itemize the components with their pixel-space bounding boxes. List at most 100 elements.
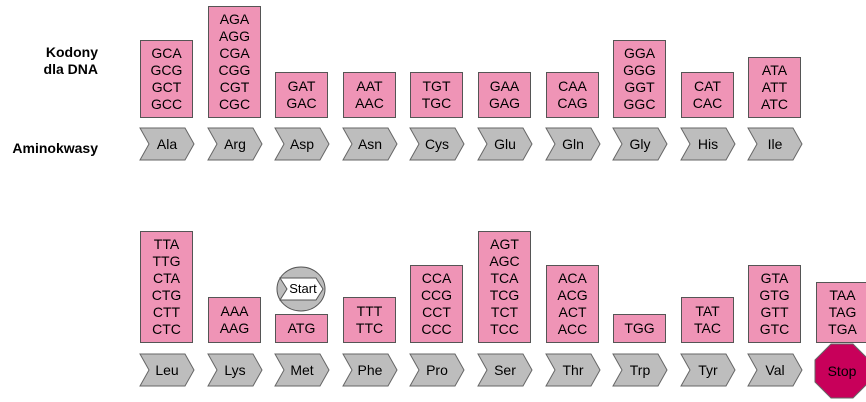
amino-acid-asp: Asp — [274, 127, 330, 161]
codon: ATC — [761, 96, 788, 112]
chevron-arrow-icon — [747, 127, 803, 161]
amino-acid-name: Thr — [562, 362, 584, 378]
chevron-arrow-icon — [747, 353, 803, 387]
codon: CCA — [421, 270, 452, 286]
amino-acid-name: Asp — [289, 136, 315, 152]
codon: GGT — [624, 79, 655, 95]
codon: ACC — [557, 321, 588, 337]
codon: CAT — [694, 78, 721, 94]
chevron-arrow-icon — [680, 353, 736, 387]
amino-acid-gly: Gly — [612, 127, 668, 161]
codon: TCA — [490, 270, 519, 286]
chevron-arrow-icon — [207, 353, 263, 387]
codon: TAA — [829, 287, 856, 303]
codon: GGA — [623, 45, 656, 61]
codon: GAG — [488, 95, 521, 111]
amino-acids-label: Aminokwasy — [12, 140, 98, 156]
codon: TAT — [695, 303, 720, 319]
codon: ATT — [761, 79, 788, 95]
codon: TCG — [489, 287, 520, 303]
amino-acid-lys: Lys — [207, 353, 263, 387]
start-chevron-icon — [279, 277, 324, 301]
codon: ACA — [558, 270, 587, 286]
amino-acid-trp: Trp — [612, 353, 668, 387]
codon: CTT — [152, 304, 181, 320]
amino-acid-arg: Arg — [207, 127, 263, 161]
amino-acid-name: Gln — [562, 136, 584, 152]
codon: CGC — [218, 96, 251, 112]
amino-acid-tyr: Tyr — [680, 353, 736, 387]
chevron-arrow-icon — [477, 127, 533, 161]
amino-acid-name: Val — [765, 362, 785, 378]
amino-acid-name: Arg — [224, 136, 246, 152]
codon: TGG — [624, 320, 655, 336]
chevron-arrow-icon — [545, 353, 601, 387]
chevron-arrow-icon — [612, 127, 668, 161]
codon: CCC — [421, 321, 452, 337]
chevron-arrow-icon — [342, 127, 398, 161]
codon: GCA — [151, 45, 182, 61]
codon: GCC — [150, 96, 183, 112]
codon: TTC — [355, 320, 384, 336]
amino-acid-met: Met — [274, 353, 330, 387]
codon: AAA — [220, 303, 249, 319]
codon: GTC — [759, 321, 790, 337]
codon: CGA — [219, 45, 250, 61]
codon: TAG — [828, 304, 857, 320]
amino-acid-thr: Thr — [545, 353, 601, 387]
start-label: Start — [289, 281, 317, 296]
amino-acid-name: Met — [290, 362, 314, 378]
codons-label: Kodony dla DNA — [20, 44, 98, 78]
codon: CCT — [422, 304, 451, 320]
amino-acid-phe: Phe — [342, 353, 398, 387]
start-marker: Start — [276, 266, 326, 317]
codon: CGG — [218, 62, 251, 78]
codon: GTT — [760, 304, 789, 320]
chevron-arrow-icon — [207, 127, 263, 161]
codon: TGC — [421, 95, 452, 111]
amino-acid-name: Cys — [424, 136, 450, 152]
codon: GGG — [623, 62, 656, 78]
chevron-arrow-icon — [545, 127, 601, 161]
amino-acid-name: Ile — [767, 136, 783, 152]
codon: AAT — [356, 78, 383, 94]
codon: GCT — [151, 79, 182, 95]
amino-acid-name: Glu — [494, 136, 516, 152]
chevron-arrow-icon — [680, 127, 736, 161]
amino-acid-name: Gly — [629, 136, 651, 152]
codon: AAG — [219, 320, 250, 336]
codon: AGA — [219, 11, 250, 27]
codon: AGC — [489, 253, 520, 269]
codon: TGA — [828, 321, 857, 337]
amino-acid-name: Tyr — [698, 362, 718, 378]
codons-label-line1: Kodony — [45, 44, 98, 60]
amino-acid-his: His — [680, 127, 736, 161]
amino-acid-name: Phe — [357, 362, 383, 378]
chevron-arrow-icon — [342, 353, 398, 387]
codon: CTA — [153, 270, 180, 286]
codon-box-trp: TGG — [613, 314, 666, 343]
codon: ATA — [761, 62, 788, 78]
codon: CTC — [152, 321, 181, 337]
codon: GAA — [489, 78, 520, 94]
amino-acid-cys: Cys — [409, 127, 465, 161]
chevron-arrow-icon — [139, 353, 195, 387]
chevron-arrow-icon — [274, 353, 330, 387]
codon: TCT — [490, 304, 519, 320]
codon: TTA — [153, 236, 180, 252]
amino-acid-leu: Leu — [139, 353, 195, 387]
amino-acid-val: Val — [747, 353, 803, 387]
chevron-arrow-icon — [274, 127, 330, 161]
amino-acid-pro: Pro — [409, 353, 465, 387]
codon: AGT — [490, 236, 519, 252]
